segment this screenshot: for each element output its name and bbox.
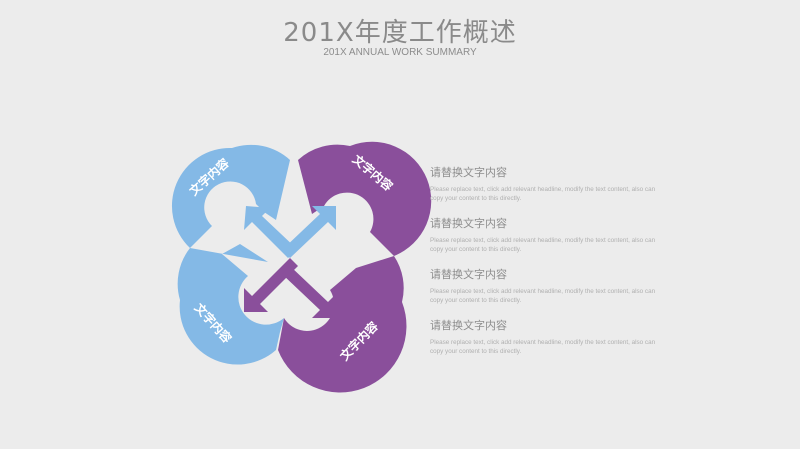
item-text: Please replace text, click add relevant … [430, 237, 656, 253]
list-item: 请替换文字内容 Please replace text, click add r… [430, 268, 660, 319]
item-title: 请替换文字内容 [430, 319, 507, 332]
arrow-bottom-right [282, 266, 336, 318]
item-text: Please replace text, click add relevant … [430, 186, 656, 202]
loop-bottom-left [177, 244, 284, 365]
arrow-top-right [282, 206, 336, 258]
item-text: Please replace text, click add relevant … [430, 339, 656, 355]
list-item: 请替换文字内容 Please replace text, click add r… [430, 166, 660, 217]
list-item: 请替换文字内容 Please replace text, click add r… [430, 217, 660, 268]
item-title: 请替换文字内容 [430, 217, 507, 230]
page-subtitle: 201X ANNUAL WORK SUMMARY [323, 47, 477, 58]
page-title: 201X年度工作概述 [283, 18, 517, 48]
loop-top-right [298, 141, 432, 256]
item-title: 请替换文字内容 [430, 268, 507, 281]
loop-top-left [171, 144, 290, 248]
loop-bottom-right [278, 256, 407, 393]
item-text: Please replace text, click add relevant … [430, 288, 656, 304]
item-title: 请替换文字内容 [430, 166, 507, 179]
list-item: 请替换文字内容 Please replace text, click add r… [430, 319, 660, 370]
text-list: 请替换文字内容 Please replace text, click add r… [430, 166, 660, 370]
arrow-top-left [244, 206, 298, 258]
center-arrows [244, 206, 336, 318]
